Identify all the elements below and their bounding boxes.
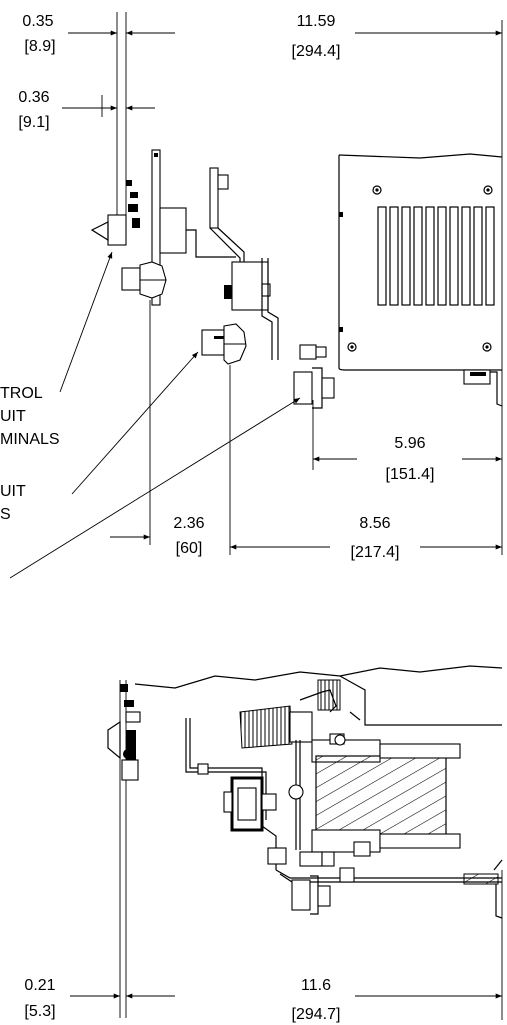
dimension-bottom: 0.21 [5.3] 11.6 [294.7] — [24, 977, 503, 1023]
callout-control-3: MINALS — [0, 431, 60, 448]
dim-second-in: 0.36 — [18, 89, 49, 106]
dim-right-in: 5.96 — [394, 435, 425, 452]
dim-mid-b-mm: [217.4] — [351, 544, 400, 561]
fan-cap — [239, 679, 341, 749]
vent-slots — [377, 206, 495, 306]
callout-control-2: UIT — [0, 408, 26, 425]
callout-power-2: S — [0, 506, 11, 523]
dim-mid-b-in: 8.56 — [359, 515, 390, 532]
dim-bottom-main-in: 11.6 — [301, 977, 331, 994]
top-side-view: 0.35 [8.9] 11.59 [294.4] 0.36 [9.1] TROL… — [0, 12, 503, 579]
callout-power-1: UIT — [0, 483, 26, 500]
callouts: TROL UIT MINALS UIT S — [0, 251, 301, 579]
power-bracket — [201, 167, 279, 365]
dim-top-main-mm: [294.4] — [292, 43, 341, 60]
dimension-right: 5.96 [151.4] — [312, 435, 503, 483]
callout-control-1: TROL — [0, 385, 43, 402]
dim-bottom-left-mm: [5.3] — [24, 1003, 55, 1020]
dimension-middle: 2.36 [60] 8.56 [217.4] — [110, 515, 503, 561]
dim-bottom-left-in: 0.21 — [24, 977, 55, 994]
dim-top-main-in: 11.59 — [297, 13, 336, 30]
dim-bottom-main-mm: [294.7] — [292, 1006, 341, 1023]
bottom-control-board — [107, 684, 141, 781]
dim-mid-a-in: 2.36 — [173, 515, 204, 532]
control-board — [90, 149, 236, 306]
heatsink-core — [288, 675, 502, 857]
dim-top-left-in: 0.35 — [22, 13, 53, 30]
dimension-top: 0.35 [8.9] 11.59 [294.4] 0.36 [9.1] — [18, 13, 503, 131]
dim-top-left-mm: [8.9] — [24, 38, 55, 55]
drive-housing — [338, 153, 503, 407]
terminal-block — [223, 776, 277, 870]
bottom-side-view: 0.21 [5.3] 11.6 [294.7] — [24, 665, 503, 1023]
dim-second-mm: [9.1] — [18, 114, 49, 131]
dim-mid-a-mm: [60] — [176, 540, 203, 557]
dim-right-mm: [151.4] — [386, 466, 435, 483]
ground-terminal — [293, 344, 335, 409]
bottom-terminals — [267, 847, 503, 919]
